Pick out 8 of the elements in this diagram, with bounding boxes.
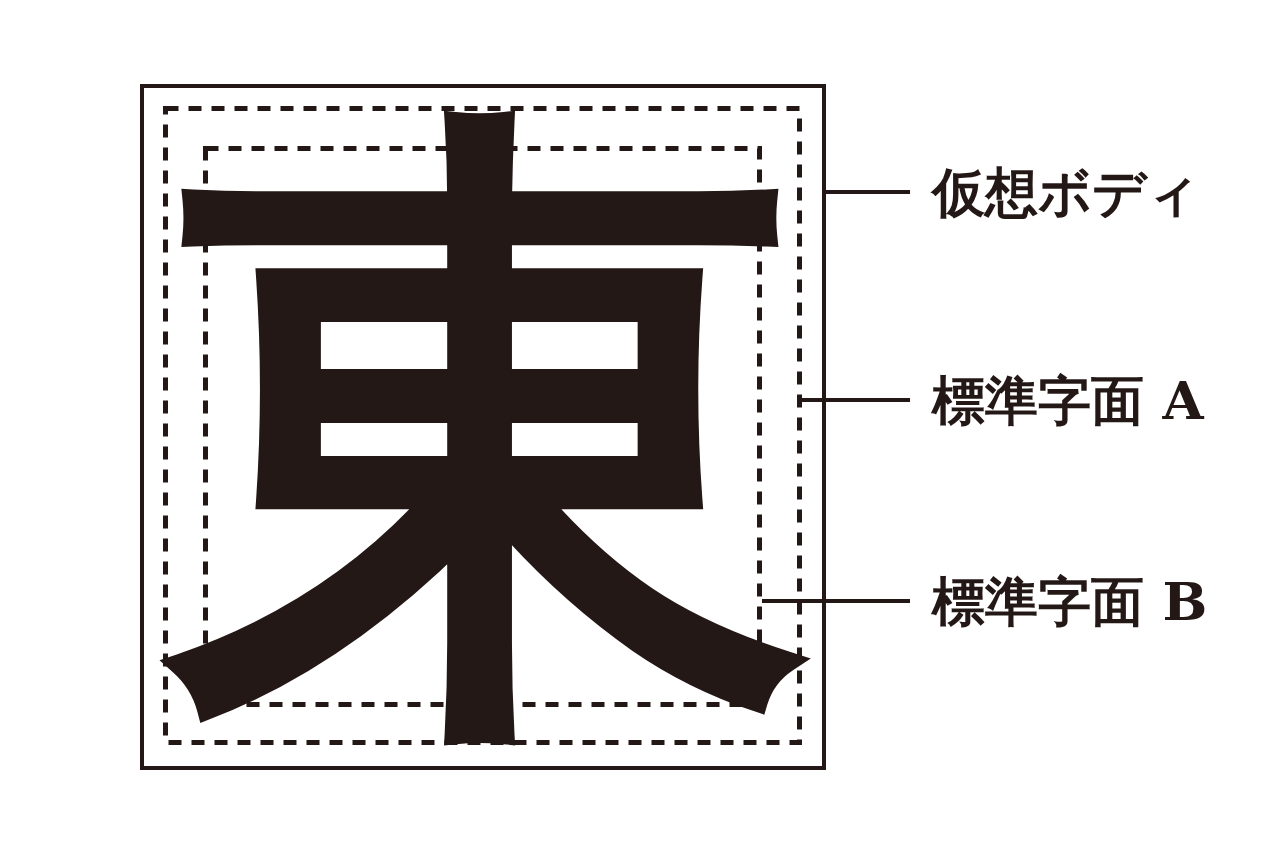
callout-label: 標準字面 A bbox=[932, 373, 1204, 427]
sample-character: 東 bbox=[151, 101, 831, 755]
callout-label: 標準字面 B bbox=[932, 574, 1208, 628]
leader-line bbox=[802, 398, 910, 402]
leader-line bbox=[826, 190, 910, 194]
callout-label: 仮想ボディ bbox=[932, 165, 1200, 219]
dashed-frame bbox=[203, 146, 762, 707]
leader-line bbox=[762, 599, 910, 603]
